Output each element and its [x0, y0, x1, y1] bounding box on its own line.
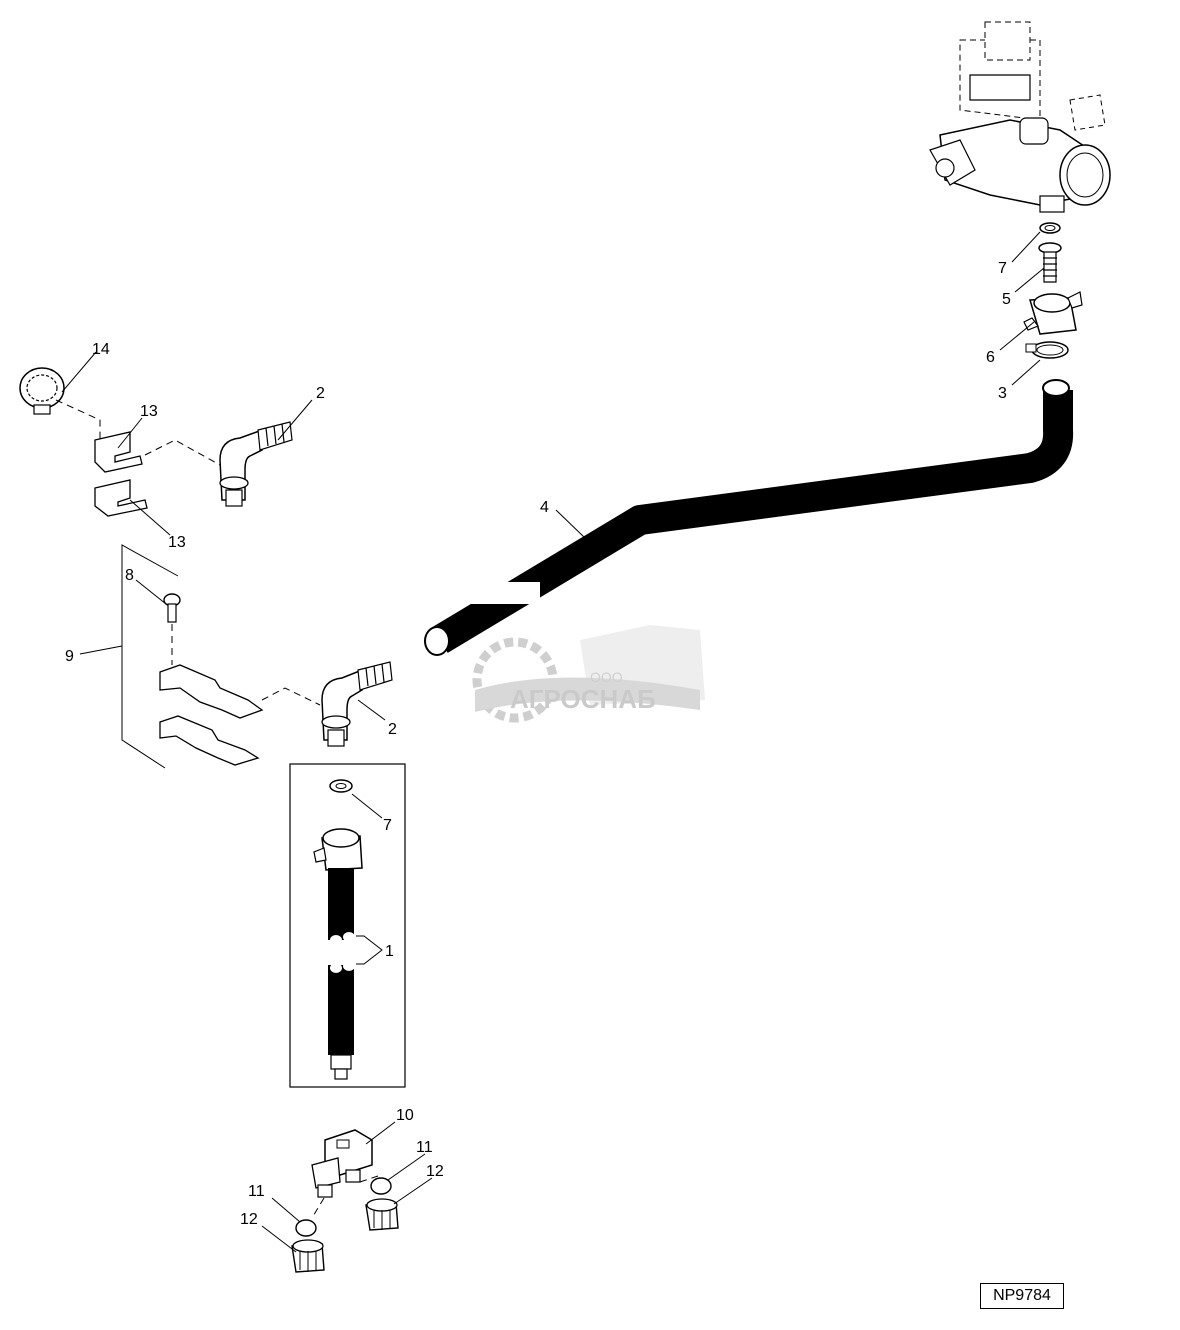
nut-part-12-left — [291, 1239, 325, 1273]
main-hose-part-4 — [424, 379, 1074, 656]
watermark-brand-text: АГРОСНАБ — [510, 684, 656, 714]
hose-segment-part-1-lower — [328, 961, 355, 1080]
callout-1: 1 — [385, 943, 394, 960]
wing-nut-lower — [313, 828, 363, 871]
cap-part-11-right — [370, 1177, 392, 1195]
hose-clamp-part-3 — [1025, 341, 1069, 359]
callout-labels: 7 5 6 3 4 14 13 2 13 8 9 2 7 1 10 11 12 … — [65, 260, 1011, 1228]
callout-7-lower: 7 — [383, 817, 392, 834]
callout-12-left: 12 — [240, 1211, 258, 1228]
callout-11-right: 11 — [416, 1139, 433, 1156]
callout-10: 10 — [396, 1107, 414, 1124]
hose-barb-part-5 — [1038, 242, 1062, 283]
callout-13-lower: 13 — [168, 534, 186, 551]
callout-9: 9 — [65, 648, 74, 665]
clamp-half-upper — [159, 664, 264, 719]
bolt-part-8 — [163, 593, 181, 623]
hose-segment-part-1-upper — [328, 868, 355, 945]
washer-part-7-lower — [329, 779, 353, 793]
hose-clamp-part-14 — [19, 367, 65, 415]
callout-14: 14 — [92, 341, 110, 358]
callout-2-upper: 2 — [316, 385, 325, 402]
callout-13-upper: 13 — [140, 403, 158, 420]
watermark-logo: ООО АГРОСНАБ — [472, 625, 705, 723]
callout-8: 8 — [125, 567, 134, 584]
elbow-fitting-part-2-upper — [219, 421, 293, 507]
bracket-part-13-lower — [94, 479, 148, 517]
valve-assembly — [929, 21, 1111, 213]
clamp-half-lower — [159, 715, 260, 766]
watermark-small-text: ООО — [590, 669, 623, 685]
callout-2-lower: 2 — [388, 721, 397, 738]
callout-7-top: 7 — [998, 260, 1007, 277]
callout-12-right: 12 — [426, 1163, 444, 1180]
callout-4: 4 — [540, 499, 549, 516]
figure-code-label: NP9784 — [980, 1283, 1064, 1309]
leader-lines — [61, 231, 1045, 1253]
elbow-fitting-part-2-lower — [321, 661, 393, 747]
callout-6: 6 — [986, 349, 995, 366]
hose-assembly-box — [289, 763, 406, 1088]
callout-5: 5 — [1002, 291, 1011, 308]
cap-part-11-left — [295, 1219, 317, 1237]
washer-part-7-top — [1039, 222, 1061, 234]
callout-3: 3 — [998, 385, 1007, 402]
callout-11-left: 11 — [248, 1183, 265, 1200]
wing-nut-part-6 — [1023, 291, 1083, 335]
bracket-part-13-upper — [94, 431, 143, 473]
nut-part-12-right — [365, 1198, 399, 1231]
tee-fitting-part-10 — [311, 1129, 373, 1198]
